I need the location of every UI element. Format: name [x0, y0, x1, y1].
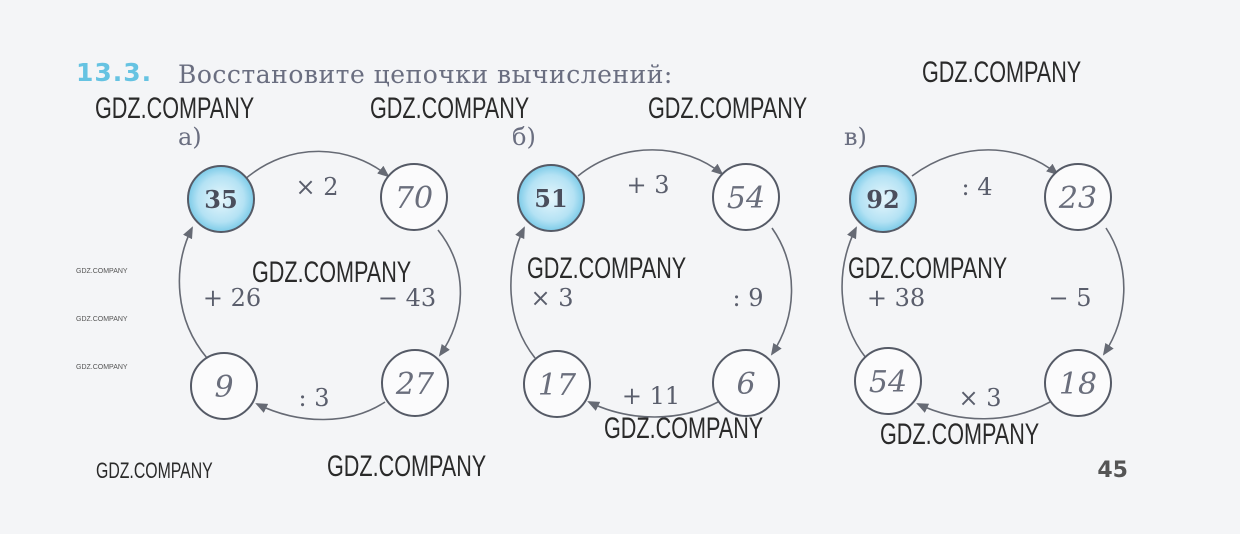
watermark: GDZ.COMPANY	[327, 450, 487, 483]
arrow-right	[437, 229, 462, 357]
node-value: 51	[534, 184, 567, 213]
node-value: 17	[538, 368, 577, 403]
node-answer	[854, 347, 922, 415]
op-right: − 43	[378, 284, 436, 312]
node-value: 54	[727, 181, 765, 216]
watermark: GDZ.COMPANY	[880, 418, 1040, 451]
node-value: 9	[214, 370, 233, 405]
node-given	[187, 165, 255, 233]
arrow-top	[577, 149, 724, 177]
node-value: 27	[395, 367, 435, 402]
node-answer	[381, 349, 449, 417]
chain-label: в)	[844, 123, 867, 151]
op-right: − 5	[1048, 284, 1091, 312]
watermark: GDZ.COMPANY	[527, 252, 687, 285]
chain-b: б) 51 54 6 17 + 3 : 9 + 11 × 3	[510, 123, 793, 418]
op-bottom: : 3	[299, 384, 330, 412]
watermark: GDZ.COMPANY	[252, 256, 412, 289]
arrow-left	[510, 226, 536, 359]
arrow-left	[841, 226, 867, 359]
node-answer	[712, 349, 780, 417]
node-answer	[380, 163, 448, 231]
watermark: GDZ.COMPANY	[76, 268, 128, 275]
watermark: GDZ.COMPANY	[76, 364, 128, 371]
page-number: 45	[1097, 458, 1128, 483]
watermark: GDZ.COMPANY	[848, 252, 1008, 285]
node-given	[517, 164, 585, 232]
chain-label: а)	[178, 123, 202, 151]
node-value: 6	[736, 367, 755, 402]
arrow-left	[178, 226, 208, 359]
arrow-top	[911, 149, 1059, 177]
op-top: + 3	[626, 171, 669, 199]
arrow-bottom	[587, 401, 719, 418]
chain-a: а) 35 70 27 9 × 2 − 43 : 3 + 26	[178, 123, 462, 421]
node-value: 35	[204, 185, 237, 214]
node-value: 92	[866, 185, 899, 214]
node-answer	[712, 163, 780, 231]
op-bottom: + 11	[622, 382, 680, 410]
arrow-bottom	[916, 401, 1051, 420]
watermark: GDZ.COMPANY	[96, 458, 213, 483]
watermark: GDZ.COMPANY	[95, 92, 255, 125]
op-left: + 38	[867, 284, 925, 312]
node-value: 23	[1058, 181, 1097, 216]
chain-c: в) 92 23 18 54 : 4 − 5 × 3 + 38	[841, 123, 1125, 420]
op-top: : 4	[962, 173, 993, 201]
watermark: GDZ.COMPANY	[604, 412, 764, 445]
watermark: GDZ.COMPANY	[922, 56, 1082, 89]
node-answer	[190, 352, 258, 420]
arrow-right	[770, 227, 793, 356]
exercise-number: 13.3.	[76, 58, 153, 87]
watermark: GDZ.COMPANY	[370, 92, 530, 125]
watermark: GDZ.COMPANY	[648, 92, 808, 125]
node-value: 18	[1059, 367, 1097, 402]
op-left: × 3	[530, 284, 573, 312]
node-value: 54	[869, 365, 907, 400]
node-value: 70	[395, 181, 433, 216]
op-right: : 9	[733, 284, 764, 312]
exercise-title: Восстановите цепочки вычислений:	[178, 60, 673, 89]
node-answer	[1044, 163, 1112, 231]
arrow-bottom	[255, 401, 386, 421]
op-left: + 26	[203, 284, 261, 312]
node-answer	[1044, 349, 1112, 417]
arrow-top	[243, 150, 390, 181]
watermark: GDZ.COMPANY	[76, 316, 128, 323]
op-bottom: × 3	[958, 384, 1001, 412]
node-given	[849, 165, 917, 233]
node-answer	[523, 350, 591, 418]
arrow-right	[1102, 227, 1125, 356]
chain-label: б)	[512, 123, 536, 151]
op-top: × 2	[295, 173, 338, 201]
